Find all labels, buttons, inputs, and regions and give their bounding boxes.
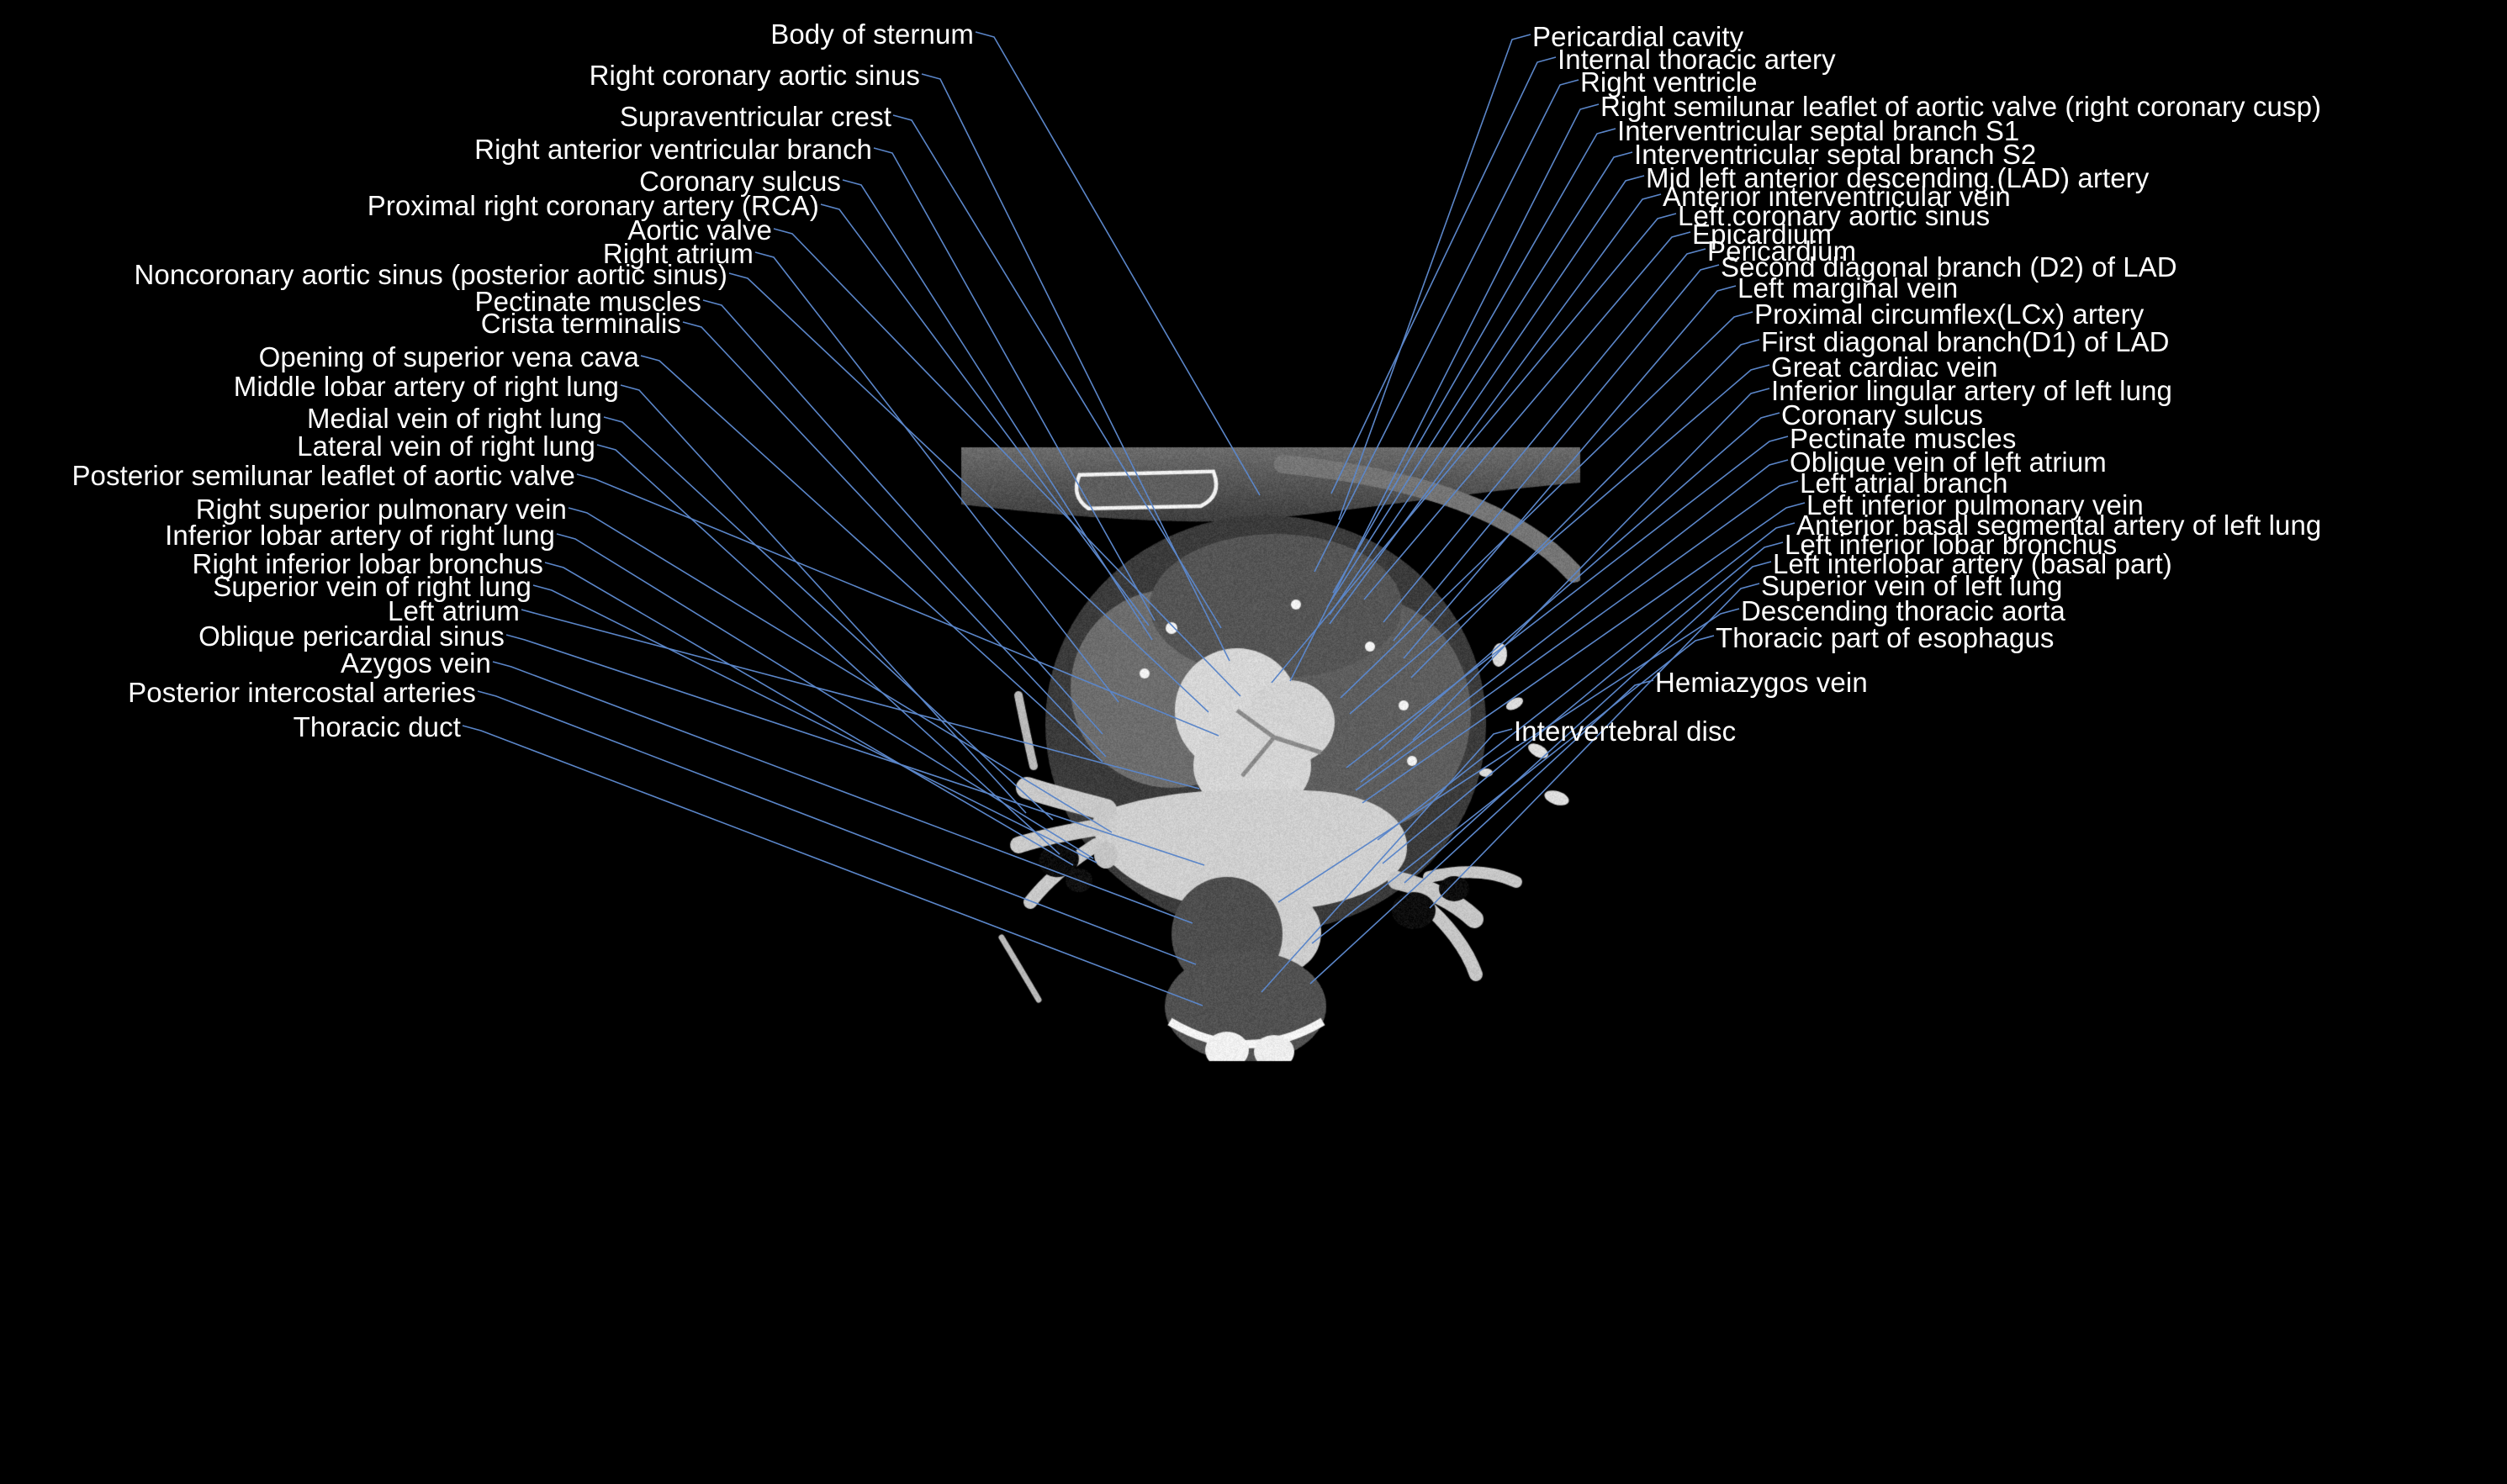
label-thoracic-part-of-esophagus: Thoracic part of esophagus [1716,622,2055,654]
label-right-coronary-aortic-sinus: Right coronary aortic sinus [590,60,920,92]
label-thoracic-duct: Thoracic duct [294,711,461,743]
label-middle-lobar-artery-of-right-lung: Middle lobar artery of right lung [234,371,619,403]
label-lateral-vein-of-right-lung: Lateral vein of right lung [297,430,595,462]
label-crista-terminalis: Crista terminalis [481,308,681,340]
label-azygos-vein: Azygos vein [341,647,491,679]
label-posterior-semilunar-leaflet-of-aortic-valve: Posterior semilunar leaflet of aortic va… [71,460,575,492]
label-supraventricular-crest: Supraventricular crest [620,101,891,133]
label-opening-of-superior-vena-cava: Opening of superior vena cava [259,341,639,373]
label-inferior-lobar-artery-of-right-lung: Inferior lobar artery of right lung [165,520,555,552]
label-posterior-intercostal-arteries: Posterior intercostal arteries [128,677,476,709]
label-intervertebral-disc: Intervertebral disc [1514,716,1736,747]
label-hemiazygos-vein: Hemiazygos vein [1655,667,1868,699]
label-body-of-sternum: Body of sternum [770,18,974,50]
label-right-anterior-ventricular-branch: Right anterior ventricular branch [474,134,872,166]
